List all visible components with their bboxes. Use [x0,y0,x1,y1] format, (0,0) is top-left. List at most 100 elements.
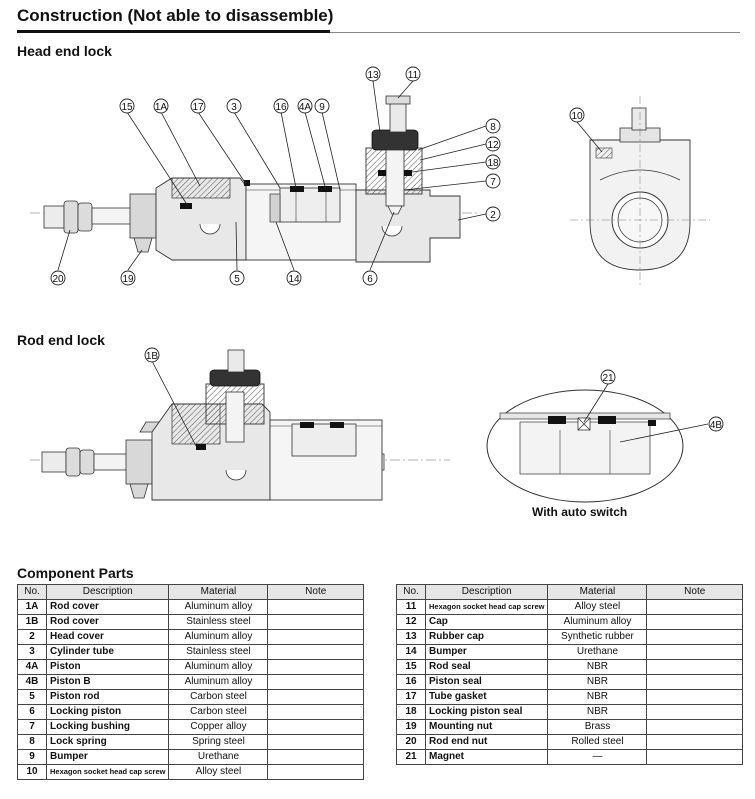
svg-text:17: 17 [192,102,204,113]
cell-description: Piston B [45,674,170,690]
cell-material: Alloy steel [168,764,269,780]
cell-no: 11 [396,599,426,615]
cell-note [267,734,364,750]
callout-21: 21 [600,369,616,385]
rod-end-lock-drawing [30,349,450,501]
cell-note [267,764,364,780]
cell-material: Stainless steel [168,644,269,660]
col-note: Note [267,584,364,600]
cell-note [267,599,364,615]
callout-3: 3 [226,98,242,114]
cell-note [267,644,364,660]
cell-no: 2 [17,629,47,645]
cell-description: Rod cover [45,599,170,615]
col-description: Description [424,584,549,600]
cell-material: Aluminum alloy [547,614,648,630]
cell-no: 4A [17,659,47,675]
cell-material: Urethane [168,749,269,765]
cell-description: Rod seal [424,659,549,675]
cell-no: 21 [396,749,426,765]
section-head-end-lock: Head end lock [17,43,112,59]
cell-material: NBR [547,704,648,720]
cell-description: Piston [45,659,170,675]
cell-material: Rolled steel [547,734,648,750]
cell-no: 5 [17,689,47,705]
page-title: Construction (Not able to disassemble) [17,6,334,25]
callout-1a: 1A [153,98,169,114]
auto-switch-detail [486,389,684,503]
cell-no: 7 [17,719,47,735]
callout-12: 12 [485,136,501,152]
callout-19: 19 [120,270,136,286]
callout-6: 6 [362,270,378,286]
cell-no: 17 [396,689,426,705]
cell-note [646,719,743,735]
cell-material: Alloy steel [547,599,648,615]
cell-note [646,659,743,675]
cell-note [646,704,743,720]
construction-drawings: 15 1A 17 3 16 4A 9 13 11 8 12 18 7 2 20 … [30,66,724,503]
col-no: No. [396,584,426,600]
callout-20: 20 [50,270,66,286]
cell-description: Cylinder tube [45,644,170,660]
svg-text:1A: 1A [155,102,168,113]
cell-no: 6 [17,704,47,720]
cell-description: Hexagon socket head cap screw [45,764,170,780]
cell-description: Mounting nut [424,719,549,735]
cell-no: 8 [17,734,47,750]
cell-material: Copper alloy [168,719,269,735]
callout-7: 7 [485,173,501,189]
svg-text:4A: 4A [299,102,312,113]
svg-text:15: 15 [121,102,133,113]
cell-note [646,614,743,630]
cell-description: Piston seal [424,674,549,690]
cell-no: 9 [17,749,47,765]
cell-no: 12 [396,614,426,630]
detail-caption: With auto switch [532,505,628,519]
cell-note [267,719,364,735]
cell-no: 13 [396,629,426,645]
svg-text:7: 7 [490,177,496,188]
cell-note [267,689,364,705]
svg-text:14: 14 [288,274,300,285]
svg-text:9: 9 [319,102,325,113]
cell-no: 4B [17,674,47,690]
section-rod-end-lock: Rod end lock [17,332,105,348]
cell-description: Cap [424,614,549,630]
svg-text:5: 5 [234,274,240,285]
title-rule-thin [330,32,740,33]
cell-material: Brass [547,719,648,735]
cell-note [646,674,743,690]
cell-material: Carbon steel [168,689,269,705]
svg-text:4B: 4B [710,420,723,431]
cell-material: Carbon steel [168,704,269,720]
callout-2: 2 [485,206,501,222]
cell-material: NBR [547,674,648,690]
cell-description: Lock spring [45,734,170,750]
title-underline [17,30,330,33]
callout-11: 11 [405,66,421,82]
cell-material: Urethane [547,644,648,660]
svg-text:13: 13 [367,70,379,81]
cell-material: NBR [547,659,648,675]
svg-text:21: 21 [602,373,614,384]
cell-material: Aluminum alloy [168,629,269,645]
cell-material: Aluminum alloy [168,659,269,675]
cell-note [646,599,743,615]
cell-no: 1B [17,614,47,630]
